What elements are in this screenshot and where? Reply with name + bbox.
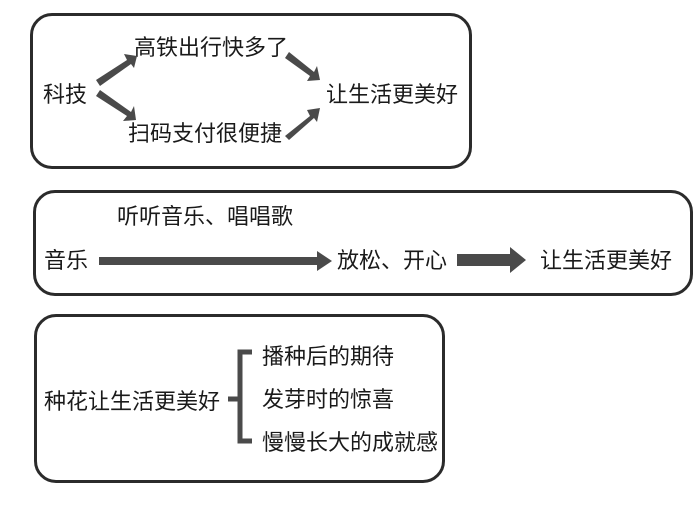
item-sprout-surprise: 发芽时的惊喜: [262, 388, 395, 413]
item-sowing-expectation: 播种后的期待: [262, 345, 395, 370]
node-technology: 科技: [43, 83, 88, 108]
node-result-2: 让生活更美好: [540, 249, 673, 274]
label-listen-sing: 听听音乐、唱唱歌: [117, 205, 294, 230]
node-relax-happy: 放松、开心: [337, 249, 448, 274]
node-high-speed-rail: 高铁出行快多了: [134, 36, 289, 61]
node-planting: 种花让生活更美好: [44, 390, 221, 415]
node-scan-pay: 扫码支付很便捷: [128, 122, 283, 147]
node-music: 音乐: [44, 249, 89, 274]
item-growth-achievement: 慢慢长大的成就感: [262, 431, 439, 456]
node-result-1: 让生活更美好: [326, 83, 459, 108]
panel-music: [33, 190, 693, 296]
